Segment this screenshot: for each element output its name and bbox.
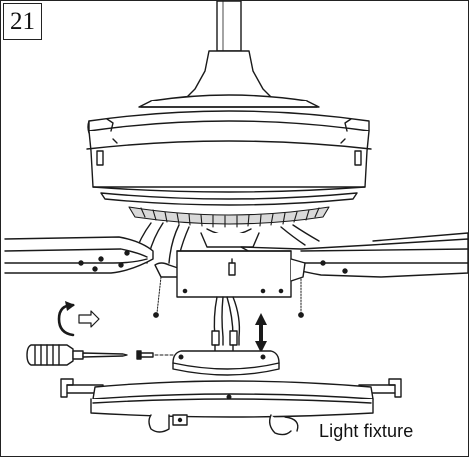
downrod xyxy=(216,1,242,52)
up-down-arrow-icon xyxy=(255,313,267,353)
right-arrow-icon xyxy=(78,310,100,328)
counterclockwise-rotate-arrow-icon xyxy=(57,301,75,337)
light-fixture xyxy=(60,378,402,436)
screwdriver-icon xyxy=(26,344,128,366)
motor-housing xyxy=(86,110,372,206)
switch-cup-plate xyxy=(172,350,280,376)
light-fixture-label: Light fixture xyxy=(319,421,414,441)
left-blade xyxy=(4,236,154,274)
pull-chains xyxy=(156,276,302,314)
motor-vents xyxy=(128,206,330,228)
motor-cap xyxy=(138,50,320,108)
step-number: 21 xyxy=(3,3,42,40)
switch-housing xyxy=(154,250,306,298)
wiring xyxy=(211,296,241,354)
screw xyxy=(136,350,178,360)
